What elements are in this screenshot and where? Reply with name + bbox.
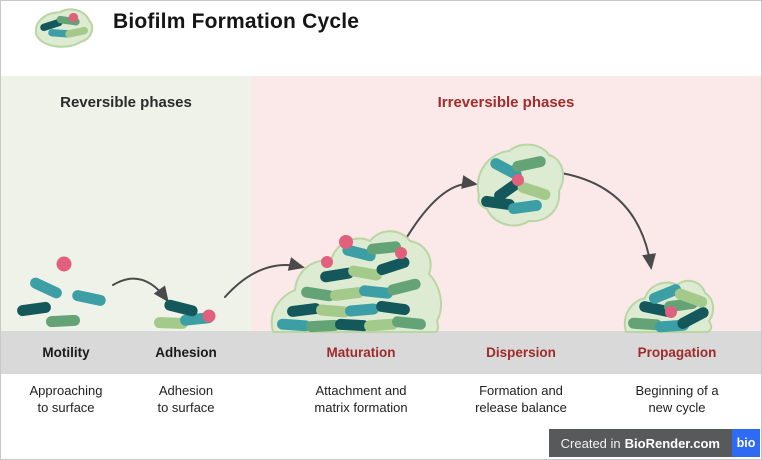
stage-description-maturation: Attachment and matrix formation bbox=[314, 383, 408, 415]
header: Biofilm Formation Cycle bbox=[1, 1, 761, 76]
title-bacteria-icon bbox=[34, 8, 94, 48]
reversible-phase-background bbox=[1, 76, 251, 331]
stage-description-propagation: Beginning of a new cycle bbox=[635, 383, 719, 415]
reversible-phases-label: Reversible phases bbox=[60, 94, 192, 111]
biorender-logo: bio bbox=[732, 429, 760, 457]
irreversible-phases-label: Irreversible phases bbox=[437, 94, 575, 111]
stage-label-adhesion: Adhesion bbox=[155, 345, 217, 360]
stage-label-band bbox=[1, 331, 761, 374]
stage-label-dispersion: Dispersion bbox=[486, 345, 556, 360]
badge-brand: BioRender.com bbox=[624, 435, 720, 451]
irreversible-phase-background bbox=[251, 76, 761, 331]
stage-description-motility: Approaching to surface bbox=[29, 383, 103, 415]
stage-description-dispersion: Formation and release balance bbox=[475, 383, 567, 415]
stage-description-adhesion: Adhesion to surface bbox=[157, 383, 215, 415]
stage-label-motility: Motility bbox=[42, 345, 90, 360]
stage-label-propagation: Propagation bbox=[637, 345, 717, 360]
page-title: Biofilm Formation Cycle bbox=[113, 10, 360, 33]
stage-label-maturation: Maturation bbox=[326, 345, 396, 360]
badge-prefix: Created in bbox=[560, 435, 621, 451]
